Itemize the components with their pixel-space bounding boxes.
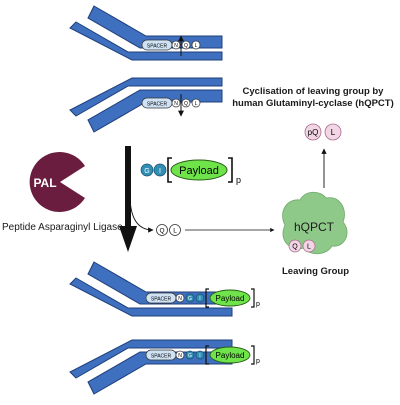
residue-n xyxy=(175,350,185,360)
residue-l xyxy=(302,239,316,253)
residue-l-label: L xyxy=(307,244,311,251)
pal-enzyme: PAL xyxy=(29,152,85,213)
payload-label: Payload xyxy=(216,294,245,303)
residue-q xyxy=(181,98,191,108)
residue-g-label: G xyxy=(188,353,192,359)
spacer-label: SPACER xyxy=(147,102,168,108)
hqpct-enzyme: hQPCT Q L xyxy=(282,191,348,255)
spacer-label: SPACER xyxy=(147,44,168,50)
residue-q-label: Q xyxy=(184,43,188,49)
tag-top-1: SPACER N Q L xyxy=(141,35,201,56)
antibody-top-upper-arm-inner xyxy=(69,21,223,61)
residue-n-label: N xyxy=(174,101,178,107)
conjugate-bottom-1: SPACER N G I Payload p xyxy=(145,288,260,308)
released-ql: Q L xyxy=(156,224,181,236)
residue-l-label: L xyxy=(331,128,336,137)
residue-g-label: G xyxy=(144,168,149,175)
residue-l xyxy=(324,123,342,141)
residue-i xyxy=(195,350,205,360)
residue-q-label: Q xyxy=(184,101,188,107)
residue-n xyxy=(175,293,185,303)
curved-arrow-to-ql xyxy=(129,194,154,233)
antibody-top-upper-arm-outer xyxy=(87,5,223,49)
residue-q xyxy=(288,239,302,253)
residue-l xyxy=(169,224,181,236)
bracket-left xyxy=(167,157,172,183)
residue-n xyxy=(171,40,181,50)
residue-pq-label: pQ xyxy=(308,128,319,137)
residue-q-label: Q xyxy=(159,228,164,235)
bracket-left xyxy=(205,345,209,365)
payload-oval xyxy=(209,346,251,364)
antibody-top-lower-arm-inner xyxy=(69,77,223,117)
hqpct-label: hQPCT xyxy=(294,220,335,234)
residue-q xyxy=(156,224,168,236)
residue-l xyxy=(191,40,201,50)
antibody-bottom xyxy=(69,261,233,395)
payload-oval xyxy=(170,159,228,181)
payload-label: Payload xyxy=(216,351,245,360)
spacer-label: SPACER xyxy=(151,297,172,303)
residue-l-label: L xyxy=(195,101,198,107)
residue-g xyxy=(140,163,154,177)
conjugate-bottom-2: SPACER N G I Payload p xyxy=(145,345,260,365)
cyclised-product: pQ L xyxy=(304,123,342,141)
subscript-p: p xyxy=(236,175,241,185)
residue-n xyxy=(171,98,181,108)
residue-n-label: N xyxy=(178,296,182,302)
residue-n-label: N xyxy=(178,353,182,359)
subscript-p: p xyxy=(256,358,260,365)
payload-reagent: G I Payload p xyxy=(140,157,241,185)
residue-i-label: I xyxy=(199,353,200,359)
bracket-right xyxy=(251,345,255,365)
residue-n-label: N xyxy=(174,43,178,49)
cyclisation-title: Cyclisation of leaving group by human Gl… xyxy=(232,86,394,109)
residue-g xyxy=(185,293,195,303)
residue-l-label: L xyxy=(173,228,177,235)
antibody-bottom-lower-arm-inner xyxy=(69,339,233,379)
residue-g xyxy=(185,350,195,360)
subscript-p: p xyxy=(256,301,260,308)
residue-i-label: I xyxy=(159,168,161,175)
bracket-left xyxy=(205,288,209,308)
main-reaction-arrow xyxy=(119,146,137,252)
tag-top-2: SPACER N Q L xyxy=(141,94,201,117)
residue-q-label: Q xyxy=(292,244,298,251)
payload-oval xyxy=(209,289,251,307)
bracket-right xyxy=(228,157,233,183)
residue-g-label: G xyxy=(188,296,192,302)
residue-pq xyxy=(304,123,322,141)
residue-i xyxy=(195,293,205,303)
leaving-group-caption: Leaving Group xyxy=(282,266,350,277)
pal-caption: Peptide Asparaginyl Ligase xyxy=(2,222,123,233)
spacer-label: SPACER xyxy=(151,354,172,360)
antibody-bottom-upper-arm-inner xyxy=(69,277,233,317)
payload-label: Payload xyxy=(179,165,219,177)
residue-i xyxy=(153,163,167,177)
bracket-right xyxy=(251,288,255,308)
residue-i-label: I xyxy=(199,296,200,302)
pal-label: PAL xyxy=(33,176,56,190)
residue-l-label: L xyxy=(195,43,198,49)
residue-q xyxy=(181,40,191,50)
antibody-top xyxy=(69,5,223,133)
pal-pacman xyxy=(29,152,85,213)
residue-l xyxy=(191,98,201,108)
